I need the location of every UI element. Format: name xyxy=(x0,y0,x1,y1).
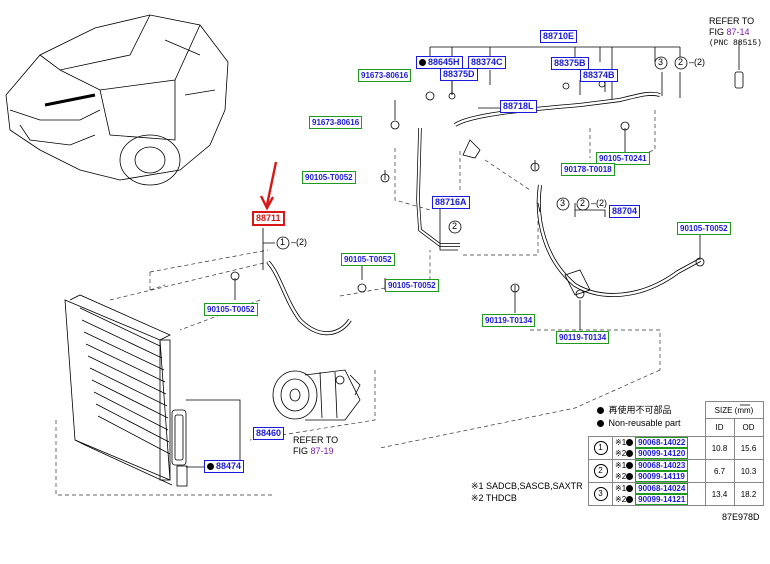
non-reusable-dot-icon xyxy=(626,450,634,457)
refer-bottom-line2: FIG 87-19 xyxy=(293,446,334,456)
size-table: SIZE (mm) ID OD 1 ※1 90068-14022 ※2 90099-… xyxy=(588,401,764,506)
size-table-row: 1 ※1 90068-14022 ※2 90099-14120 10.8 15.6 xyxy=(588,436,764,460)
callout-2-top-suffix: –(2) xyxy=(689,57,706,67)
part-90119-T0134-a[interactable]: 90119-T0134 xyxy=(482,314,536,327)
part-88474[interactable]: 88474 xyxy=(204,460,245,473)
part-90068-14022[interactable]: 90068-14022 xyxy=(635,437,689,448)
part-91673-80616-b[interactable]: 91673-80616 xyxy=(309,116,363,129)
part-88460[interactable]: 88460 xyxy=(253,427,285,440)
part-88645H-label: 88645H xyxy=(428,57,460,67)
callout-2-mid-suffix: –(2) xyxy=(591,198,608,208)
legend-en-text: Non-reusable part xyxy=(608,418,681,428)
row-1-num: 1 xyxy=(593,441,608,455)
callout-2-mid xyxy=(576,197,590,211)
row-2-id: 6.7 xyxy=(704,459,735,483)
part-88710E[interactable]: 88710E xyxy=(540,30,578,43)
refer-top-line1: REFER TO xyxy=(709,16,755,26)
part-88645H[interactable]: 88645H xyxy=(416,56,463,69)
non-reusable-dot-icon xyxy=(626,462,634,469)
part-90178-T0018[interactable]: 90178-T0018 xyxy=(561,163,615,176)
part-90099-14119[interactable]: 90099-14119 xyxy=(635,471,688,482)
part-91673-80616-a[interactable]: 91673-80616 xyxy=(358,69,412,82)
callout-3-top-label: 3 xyxy=(658,57,664,67)
row-3-od: 18.2 xyxy=(733,482,764,506)
refer-bottom-link[interactable]: 87-19 xyxy=(310,446,334,456)
part-88374B[interactable]: 88374B xyxy=(580,69,618,82)
callout-3-mid-label: 3 xyxy=(560,198,566,208)
non-reusable-dot-icon xyxy=(597,407,604,414)
row-3-mark2: ※2 xyxy=(615,495,627,504)
non-reusable-dot-icon xyxy=(626,439,634,446)
refer-bottom-line1: REFER TO xyxy=(293,435,339,445)
size-table-col-od: OD xyxy=(733,418,764,437)
part-88374C[interactable]: 88374C xyxy=(468,56,506,69)
part-90105-T0052-a[interactable]: 90105-T0052 xyxy=(302,171,356,184)
note-1: ※1 SADCB,SASCB,SAXTR xyxy=(471,481,583,491)
row-3-mark1: ※1 xyxy=(615,484,627,493)
part-88375D[interactable]: 88375D xyxy=(440,68,478,81)
callout-3-top xyxy=(654,56,668,70)
legend-jp-text: 再使用不可部品 xyxy=(608,405,672,415)
legend-en: Non-reusable part xyxy=(597,418,681,429)
part-90068-14023[interactable]: 90068-14023 xyxy=(635,460,689,471)
callout-2-top-label: 2 xyxy=(678,57,684,67)
part-90105-T0052-d[interactable]: 90105-T0052 xyxy=(204,303,258,316)
part-88474-label: 88474 xyxy=(216,461,242,471)
part-90105-T0052-c[interactable]: 90105-T0052 xyxy=(385,279,439,292)
row-1-od: 15.6 xyxy=(733,436,764,460)
part-88711[interactable]: 88711 xyxy=(252,211,285,226)
row-3-num: 3 xyxy=(593,487,608,501)
row-1-mark1: ※1 xyxy=(615,438,627,447)
part-88704[interactable]: 88704 xyxy=(609,205,641,218)
callout-2-left-label: 2 xyxy=(452,221,458,231)
size-table-col-id: ID xyxy=(704,418,735,437)
non-reusable-dot-icon xyxy=(626,485,634,492)
row-2-mark1: ※1 xyxy=(615,461,627,470)
callout-1-suffix: –(2) xyxy=(291,237,308,247)
callout-2-mid-label: 2 xyxy=(580,198,586,208)
non-reusable-dot-icon xyxy=(597,420,604,427)
part-88718L[interactable]: 88718L xyxy=(500,100,537,113)
callout-2-top xyxy=(674,56,688,70)
part-90105-T0241[interactable]: 90105-T0241 xyxy=(596,152,650,165)
condenser-drawing xyxy=(64,294,241,487)
size-table-header: SIZE (mm) xyxy=(704,401,764,419)
non-reusable-dot-icon xyxy=(626,473,634,480)
compressor-drawing xyxy=(272,369,361,421)
figure-code: 87E978D xyxy=(722,512,760,522)
part-88375B[interactable]: 88375B xyxy=(551,57,589,70)
non-reusable-dot-icon xyxy=(419,59,426,66)
part-90119-T0134-b[interactable]: 90119-T0134 xyxy=(556,331,610,344)
part-90068-14024[interactable]: 90068-14024 xyxy=(635,483,689,494)
callout-2-left xyxy=(448,220,462,234)
legend-jp: 再使用不可部品 xyxy=(597,405,672,416)
callout-1 xyxy=(276,236,290,250)
part-90099-14120[interactable]: 90099-14120 xyxy=(635,448,689,459)
row-2-num: 2 xyxy=(593,464,608,478)
callout-3-mid xyxy=(556,197,570,211)
row-1-id: 10.8 xyxy=(704,436,735,460)
part-90105-T0052-b[interactable]: 90105-T0052 xyxy=(341,253,395,266)
row-2-od: 10.3 xyxy=(733,459,764,483)
size-table-row: 2 ※1 90068-14023 ※2 90099-14119 6.7 10.3 xyxy=(588,459,764,483)
refer-top-line2: FIG 87-14 xyxy=(709,27,750,37)
size-table-row: 3 ※1 90068-14024 ※2 90099-14121 13.4 18.2 xyxy=(588,482,764,506)
non-reusable-dot-icon xyxy=(207,463,214,470)
row-1-mark2: ※2 xyxy=(615,449,627,458)
part-88716A[interactable]: 88716A xyxy=(432,196,470,209)
refer-top-line3: (PNC 88515) xyxy=(709,39,762,48)
row-3-id: 13.4 xyxy=(704,482,735,506)
row-2-mark2: ※2 xyxy=(615,472,627,481)
note-2: ※2 THDCB xyxy=(471,493,517,503)
part-90099-14121[interactable]: 90099-14121 xyxy=(635,494,689,505)
part-90105-T0052-e[interactable]: 90105-T0052 xyxy=(677,222,731,235)
vehicle-icon xyxy=(5,14,229,186)
callout-1-label: 1 xyxy=(280,237,286,247)
refer-top-link[interactable]: 87-14 xyxy=(726,27,750,37)
non-reusable-dot-icon xyxy=(626,496,634,503)
